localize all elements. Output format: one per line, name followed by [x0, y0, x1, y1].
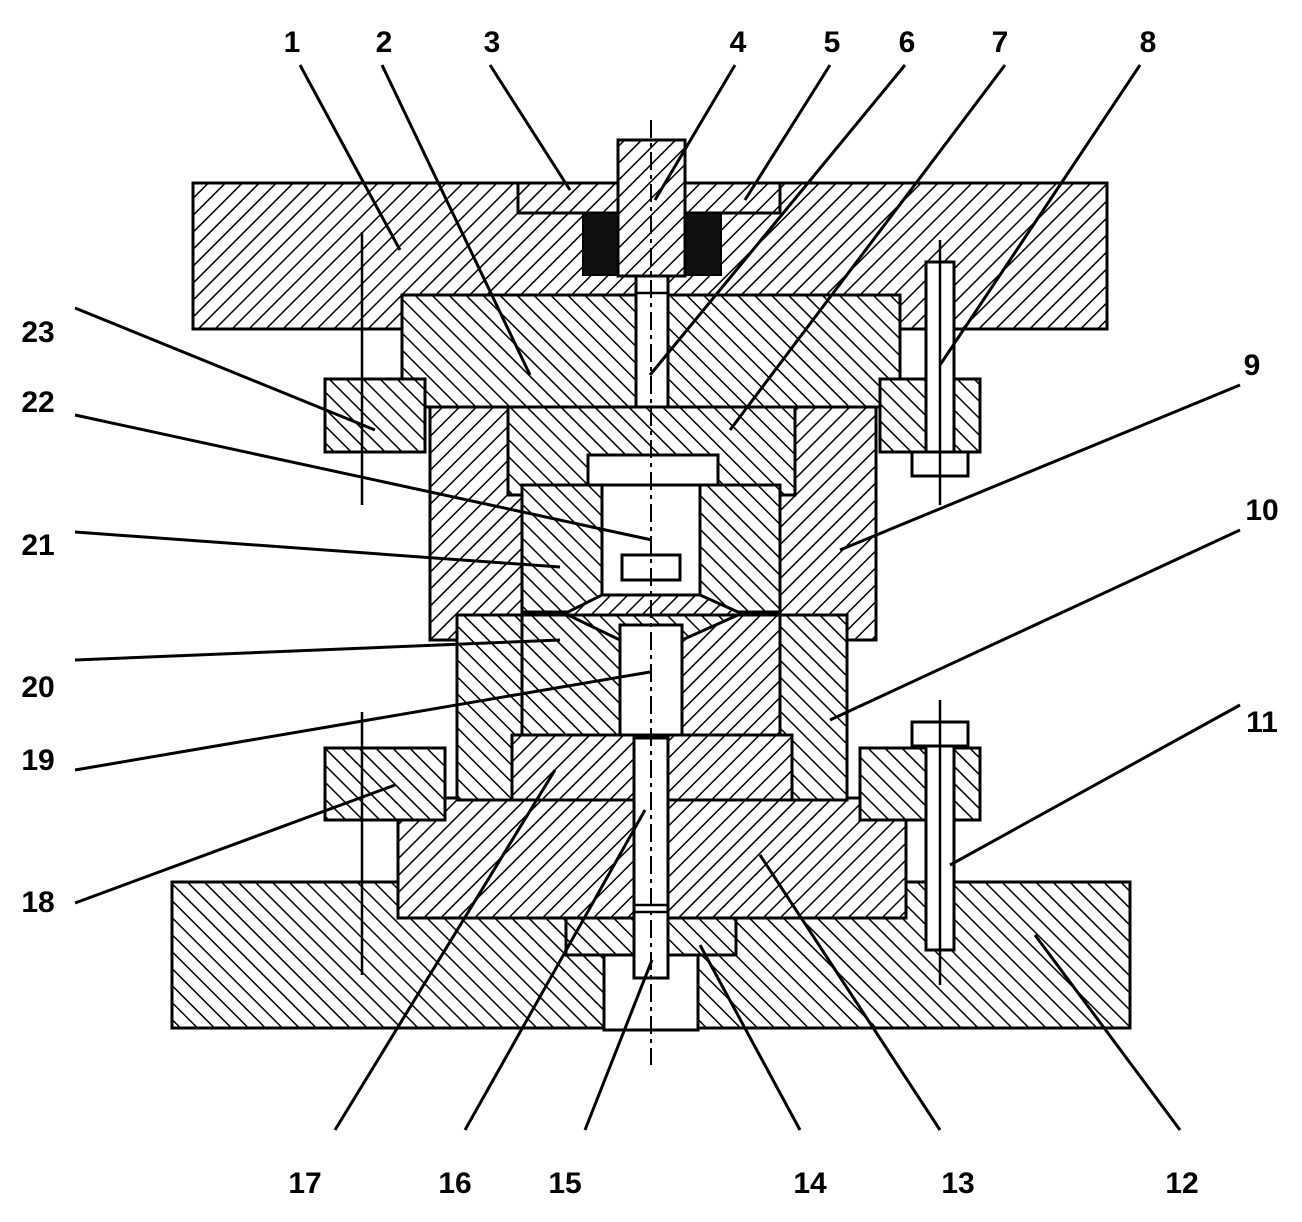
callout-16: 16 — [438, 1167, 471, 1200]
upper-cavity-top — [586, 453, 720, 487]
lower-die-insert-right — [680, 613, 782, 737]
upper-die-insert-right — [698, 483, 782, 614]
callout-11: 11 — [1246, 706, 1278, 739]
callout-5: 5 — [824, 26, 841, 59]
upper-die-insert — [520, 483, 604, 614]
bolt-right-lower-plate — [858, 746, 982, 822]
callout-18: 18 — [21, 886, 54, 919]
callout-numbers: 1 2 3 4 5 6 7 8 9 10 11 12 13 14 15 16 1… — [21, 26, 1278, 1200]
callout-17: 17 — [288, 1167, 321, 1200]
callout-3: 3 — [484, 26, 501, 59]
callout-15: 15 — [548, 1167, 581, 1200]
callout-19: 19 — [21, 744, 54, 777]
callout-6: 6 — [899, 26, 916, 59]
callout-22: 22 — [21, 386, 54, 419]
callout-4: 4 — [730, 26, 747, 59]
callout-23: 23 — [21, 316, 54, 349]
callout-9: 9 — [1244, 349, 1261, 382]
leader-lines — [74, 64, 1241, 1131]
callout-7: 7 — [992, 26, 1009, 59]
guide-block-left — [323, 746, 447, 822]
callout-10: 10 — [1245, 494, 1278, 527]
callout-13: 13 — [941, 1167, 974, 1200]
lower-die-insert-left — [520, 613, 622, 737]
callout-14: 14 — [793, 1167, 827, 1200]
callout-21: 21 — [21, 529, 54, 562]
callout-20: 20 — [21, 671, 54, 704]
rubber-block-right — [684, 212, 722, 276]
callout-1: 1 — [284, 26, 301, 59]
callout-2: 2 — [376, 26, 393, 59]
callout-12: 12 — [1165, 1167, 1198, 1200]
rubber-block-left — [582, 212, 620, 276]
callout-8: 8 — [1140, 26, 1157, 59]
